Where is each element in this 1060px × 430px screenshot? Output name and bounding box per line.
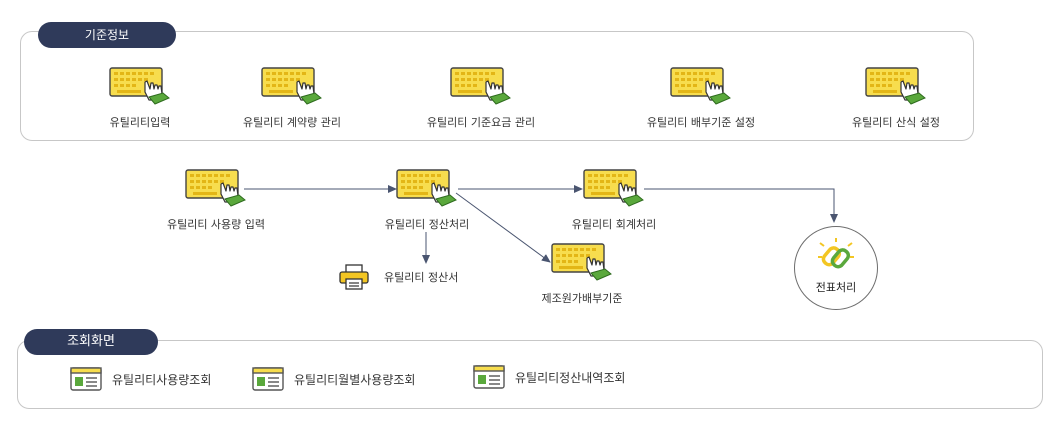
flow-settlement[interactable]: 유틸리티 정산처리 — [367, 168, 487, 232]
flow-statement-label: 유틸리티 정산서 — [384, 271, 459, 284]
flow-cost-allocation[interactable]: 제조원가배부기준 — [522, 242, 642, 306]
keyboard-click-icon — [551, 242, 613, 282]
basic-info-title: 기준정보 — [38, 22, 176, 48]
keyboard-click-icon — [185, 168, 247, 208]
view-item-label: 유틸리티정산내역조회 — [515, 370, 626, 385]
views-title: 조회화면 — [24, 329, 158, 355]
arrow-accounting-to-voucher — [644, 188, 838, 223]
views-panel — [17, 340, 1043, 409]
basic-item-label: 유틸리티 계약량 관리 — [242, 116, 342, 129]
flow-statement[interactable]: 유틸리티 정산서 — [338, 264, 458, 290]
flow-voucher[interactable]: 전표처리 — [794, 226, 878, 310]
view-monthly-usage-inquiry[interactable]: 유틸리티월별사용량조회 — [252, 367, 415, 391]
basic-item-allocation-rule[interactable]: 유틸리티 배부기준 설정 — [641, 66, 761, 130]
basic-item-contract-volume[interactable]: 유틸리티 계약량 관리 — [232, 66, 352, 130]
view-item-label: 유틸리티월별사용량조회 — [294, 372, 416, 387]
keyboard-click-icon — [396, 168, 458, 208]
basic-item-label: 유틸리티입력 — [109, 116, 171, 129]
flow-accounting-label: 유틸리티 회계처리 — [571, 218, 657, 231]
view-usage-inquiry[interactable]: 유틸리티사용량조회 — [70, 367, 211, 391]
basic-item-base-rate[interactable]: 유틸리티 기준요금 관리 — [421, 66, 541, 130]
flow-voucher-label: 전표처리 — [815, 281, 857, 294]
view-item-label: 유틸리티사용량조회 — [112, 372, 212, 387]
chain-link-icon — [818, 238, 854, 269]
window-view-icon — [70, 367, 102, 391]
window-view-icon — [473, 365, 505, 389]
printer-icon — [339, 264, 369, 290]
basic-item-utility-input[interactable]: 유틸리티입력 — [80, 66, 200, 130]
flow-settlement-label: 유틸리티 정산처리 — [384, 218, 470, 231]
view-settlement-history-inquiry[interactable]: 유틸리티정산내역조회 — [473, 365, 625, 389]
basic-item-formula-setting[interactable]: 유틸리티 산식 설정 — [836, 66, 956, 130]
keyboard-click-icon — [583, 168, 645, 208]
flow-accounting[interactable]: 유틸리티 회계처리 — [554, 168, 674, 232]
flow-cost-allocation-label: 제조원가배부기준 — [541, 292, 623, 305]
flow-usage-input-label: 유틸리티 사용량 입력 — [166, 218, 266, 231]
window-view-icon — [252, 367, 284, 391]
basic-item-label: 유틸리티 배부기준 설정 — [646, 116, 756, 129]
flow-usage-input[interactable]: 유틸리티 사용량 입력 — [156, 168, 276, 232]
basic-item-label: 유틸리티 기준요금 관리 — [426, 116, 536, 129]
arrow-settlement-to-allocation — [455, 192, 551, 263]
basic-item-label: 유틸리티 산식 설정 — [852, 116, 940, 129]
